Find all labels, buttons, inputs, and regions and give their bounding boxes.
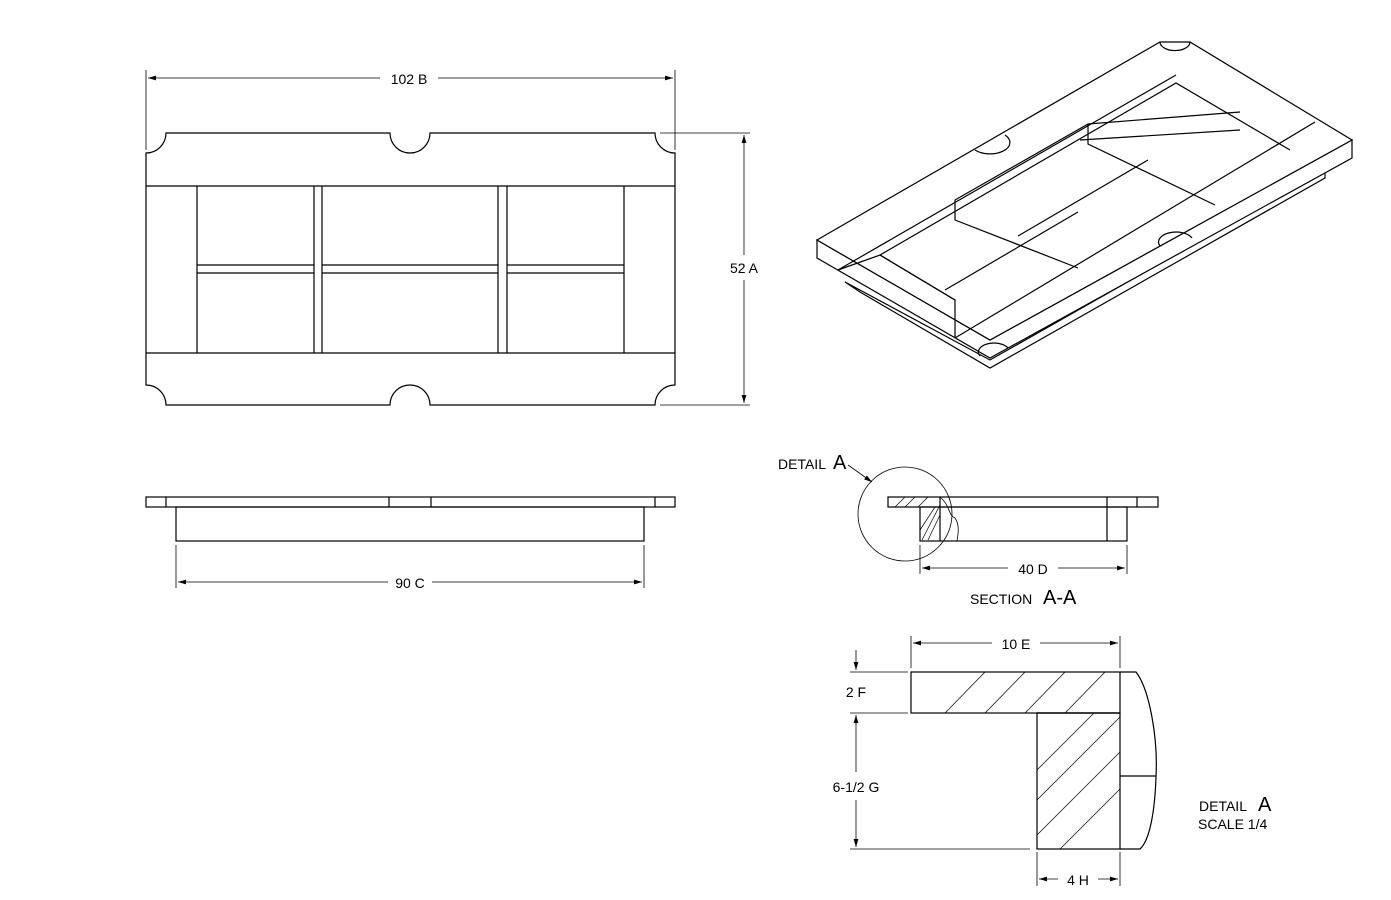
detail-title-label: DETAIL bbox=[1199, 798, 1247, 814]
dimension-label: 40 D bbox=[1018, 561, 1048, 577]
dimension-90-C: 90 C bbox=[175, 545, 645, 591]
section-title: SECTION A-A bbox=[970, 587, 1077, 609]
detail-view bbox=[910, 671, 1157, 850]
plan-view bbox=[145, 132, 676, 406]
section-title-label: SECTION bbox=[970, 591, 1032, 607]
side-view bbox=[145, 496, 676, 542]
dimension-label: 52 A bbox=[730, 260, 759, 276]
section-title-letters: A-A bbox=[1043, 587, 1077, 609]
dimension-label: 6-1/2 G bbox=[833, 779, 880, 795]
dimension-label: 4 H bbox=[1067, 872, 1089, 888]
dimension-52-A: 52 A bbox=[660, 132, 759, 406]
dimension-2-F: 2 F bbox=[846, 650, 908, 714]
dimension-label: 2 F bbox=[846, 684, 866, 700]
detail-callout-label: DETAIL bbox=[778, 456, 826, 472]
dimension-10-E: 10 E bbox=[910, 636, 1121, 668]
detail-scale: SCALE 1/4 bbox=[1198, 816, 1267, 832]
isometric-view bbox=[815, 41, 1354, 369]
dimension-6-1-2-G: 6-1/2 G bbox=[833, 715, 1030, 850]
dimension-4-H: 4 H bbox=[1036, 852, 1121, 888]
dimension-102-B: 102 B bbox=[145, 70, 676, 150]
dimension-label: 102 B bbox=[391, 71, 428, 87]
dimension-40-D: 40 D bbox=[919, 545, 1128, 577]
detail-title: DETAIL A SCALE 1/4 bbox=[1198, 794, 1272, 832]
detail-title-letter: A bbox=[1258, 794, 1272, 816]
detail-callout-letter: A bbox=[833, 452, 847, 474]
dimension-label: 10 E bbox=[1002, 636, 1031, 652]
section-view: DETAIL A bbox=[778, 452, 1159, 562]
dimension-label: 90 C bbox=[395, 575, 425, 591]
